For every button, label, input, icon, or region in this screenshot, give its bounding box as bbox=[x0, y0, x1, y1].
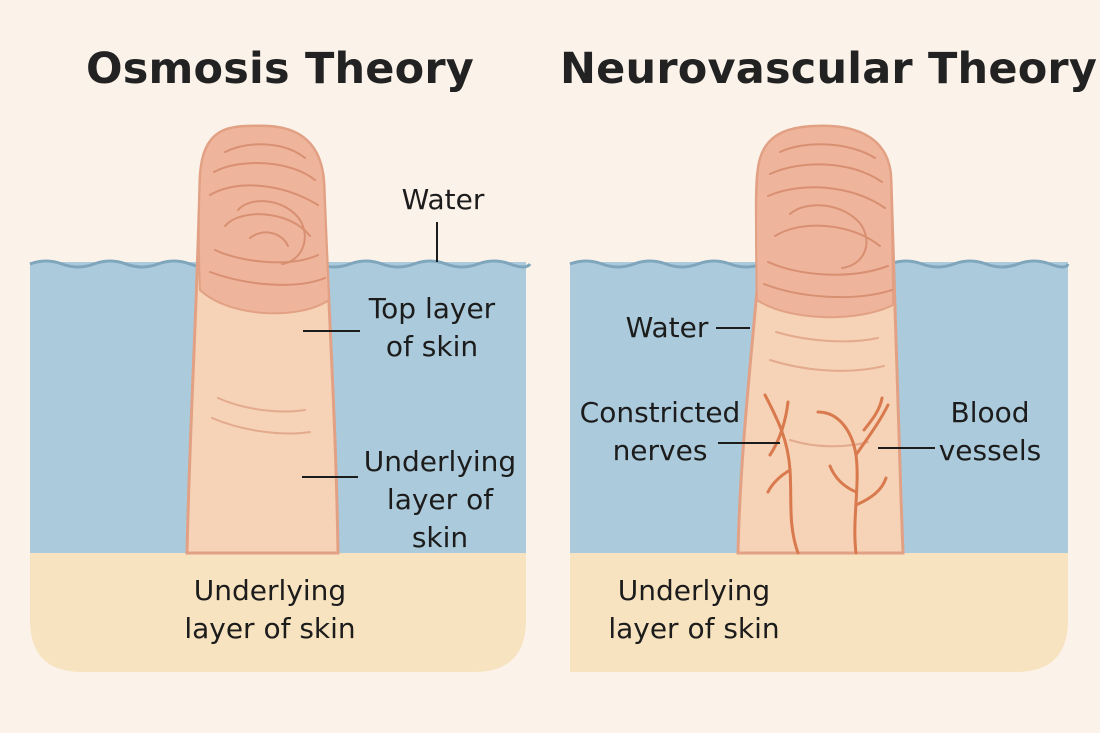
label-underlying-layer-bottom: Underlying layer of skin bbox=[608, 574, 780, 645]
underlying-skin-region bbox=[30, 553, 526, 672]
label-constricted-nerves: Constricted nerves bbox=[579, 396, 741, 467]
osmosis-title: Osmosis Theory bbox=[85, 44, 475, 94]
label-water: Water bbox=[625, 311, 709, 344]
leader-lines bbox=[716, 327, 935, 449]
neurovascular-title: Neurovascular Theory bbox=[560, 44, 1098, 94]
blood-vessels bbox=[763, 393, 890, 555]
label-underlying-layer-right: Underlying layer of skin bbox=[363, 445, 517, 554]
wrinkle-lines bbox=[769, 331, 885, 448]
wrinkle-lines bbox=[211, 397, 311, 435]
finger bbox=[736, 124, 905, 555]
finger bbox=[185, 124, 340, 555]
osmosis-panel bbox=[29, 124, 532, 672]
label-top-layer-of-skin: Top layer of skin bbox=[368, 292, 496, 363]
fingerprint-lines bbox=[209, 143, 326, 286]
fingertip bbox=[197, 124, 331, 315]
underlying-skin-region bbox=[570, 553, 1068, 672]
label-blood-vessels: Blood vessels bbox=[938, 396, 1042, 467]
label-water: Water bbox=[401, 183, 485, 216]
fingerprint-lines bbox=[763, 143, 893, 299]
leader-lines bbox=[302, 222, 438, 478]
label-underlying-layer-bottom: Underlying layer of skin bbox=[184, 574, 356, 645]
neurovascular-panel bbox=[569, 124, 1070, 672]
